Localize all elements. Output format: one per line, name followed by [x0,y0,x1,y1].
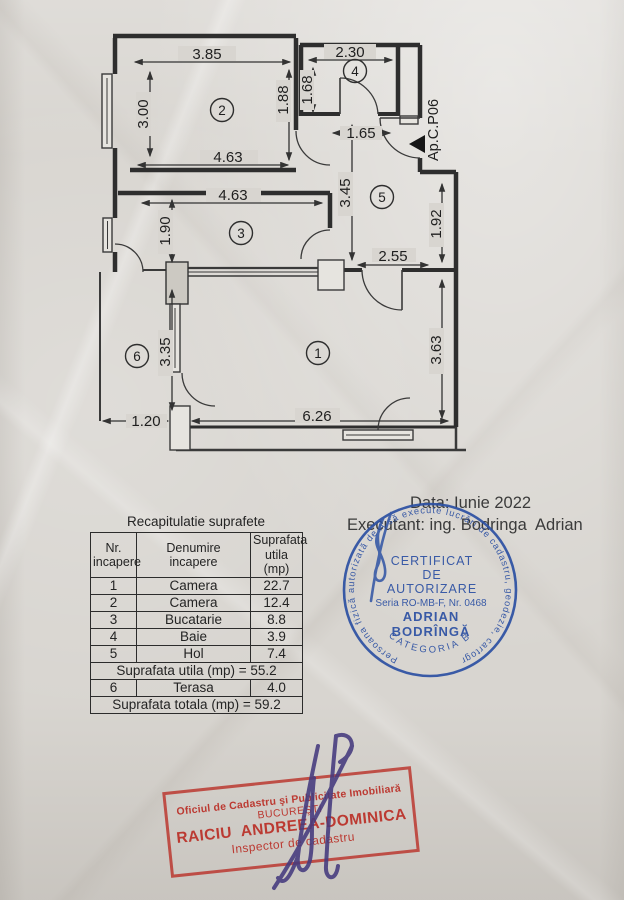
plan-dimension-labels: 3.85 2.30 1.88 1.68 3.00 4.63 1.65 4.63 … [126,44,445,430]
cell-area: 22.7 [250,577,303,595]
dim-room4-left: 1.68 [299,75,316,104]
entrance-marker-icon [409,135,425,153]
cell-nr: 4 [90,628,137,646]
dim-hall-right: 1.92 [428,209,445,238]
table-row: 2 Camera 12.4 [90,594,303,612]
room-5-number: 5 [378,190,386,205]
dim-room4-width: 2.30 [335,44,364,61]
terasa-row: 6 Terasa 4.0 [90,679,303,697]
cell-area: 12.4 [250,594,303,612]
stamp-line-adrian: ADRIAN [403,609,460,624]
dim-room2-bottom: 4.63 [213,149,242,166]
dim-hall-height: 3.45 [337,178,354,207]
cell-name: Bucatarie [136,611,251,629]
stamp-line-de: DE [422,568,441,582]
stamp-outer-circle [342,502,518,678]
room-4-number: 4 [351,64,359,79]
dim-room2-width: 3.85 [192,46,221,63]
dim-room3-top: 4.63 [218,187,247,204]
cell-area: 7.4 [250,645,303,663]
executant-line: Executant: ing. Bodringa Adrian [347,516,583,534]
cell-name: Camera [136,577,251,595]
stamp-line-certificat: CERTIFICAT [391,554,473,568]
inspector-signature [272,732,354,890]
dim-room2-right: 1.88 [275,85,292,114]
table-row: 4 Baie 3.9 [90,628,303,646]
dim-room1-right: 3.63 [428,335,445,364]
dim-hall-top: 1.65 [346,125,375,142]
cell-name: Terasa [136,679,251,697]
cell-area: 4.0 [250,679,303,697]
cell-area: 8.8 [250,611,303,629]
room-3-number: 3 [237,226,245,241]
cell-name: Baie [136,628,251,646]
table-title: Recapitulatie suprafete [126,514,266,529]
dim-hall-bottom: 2.55 [378,248,407,265]
authorization-stamp: Persoana fizică autorizată de A să execu… [341,501,518,678]
dim-room2-height: 3.00 [135,99,152,128]
apartment-label: Ap.C.P06 [426,99,442,161]
cell-name: Hol [136,645,251,663]
header-area: Suprafata utila (mp) [250,532,307,578]
floor-plan-drawing: 3.85 2.30 1.88 1.68 3.00 4.63 1.65 4.63 … [99,33,466,452]
total-row: Suprafata totala (mp) = 59.2 [90,696,303,714]
stamp-line-bodringa: BODRÎNGĂ [392,624,471,639]
total-cell: Suprafata totala (mp) = 59.2 [90,696,303,714]
blue-signature [369,511,393,603]
dim-room3-left: 1.90 [157,216,174,245]
subtotal-row: Suprafata utila (mp) = 55.2 [90,662,303,680]
cell-nr: 5 [90,645,137,663]
area-recap-table: Recapitulatie suprafete Nr. incapere Den… [90,514,307,714]
table-header-row: Nr. incapere Denumire incapere Suprafata… [90,532,307,578]
cell-nr: 2 [90,594,137,612]
cell-nr: 6 [90,679,137,697]
plan-room-numbers: 1 2 3 4 5 6 [124,58,395,369]
table-row: 5 Hol 7.4 [90,645,303,663]
table-row: 1 Camera 22.7 [90,577,303,595]
entrance-label-group: Ap.C.P06 [409,99,442,161]
header-name: Denumire incapere [136,532,251,578]
cell-area: 3.9 [250,628,303,646]
table-row: 3 Bucatarie 8.8 [90,611,303,629]
room-6-number: 6 [133,349,141,364]
cell-nr: 1 [90,577,137,595]
stamp-line-seria: Seria RO-MB-F, Nr. 0468 [375,598,487,609]
cell-name: Camera [136,594,251,612]
dim-terasa-width: 1.20 [131,413,160,430]
plan-doors [114,77,421,431]
stamp-line-autorizare: AUTORIZARE [387,582,477,596]
dim-terasa-height: 3.35 [157,337,174,366]
room-2-number: 2 [218,103,226,118]
cell-nr: 3 [90,611,137,629]
header-nr: Nr. incapere [90,532,141,578]
date-line: Data: Iunie 2022 [410,494,532,512]
subtotal-cell: Suprafata utila (mp) = 55.2 [90,662,303,680]
dim-room1-width: 6.26 [302,408,331,425]
room-1-number: 1 [314,346,322,361]
